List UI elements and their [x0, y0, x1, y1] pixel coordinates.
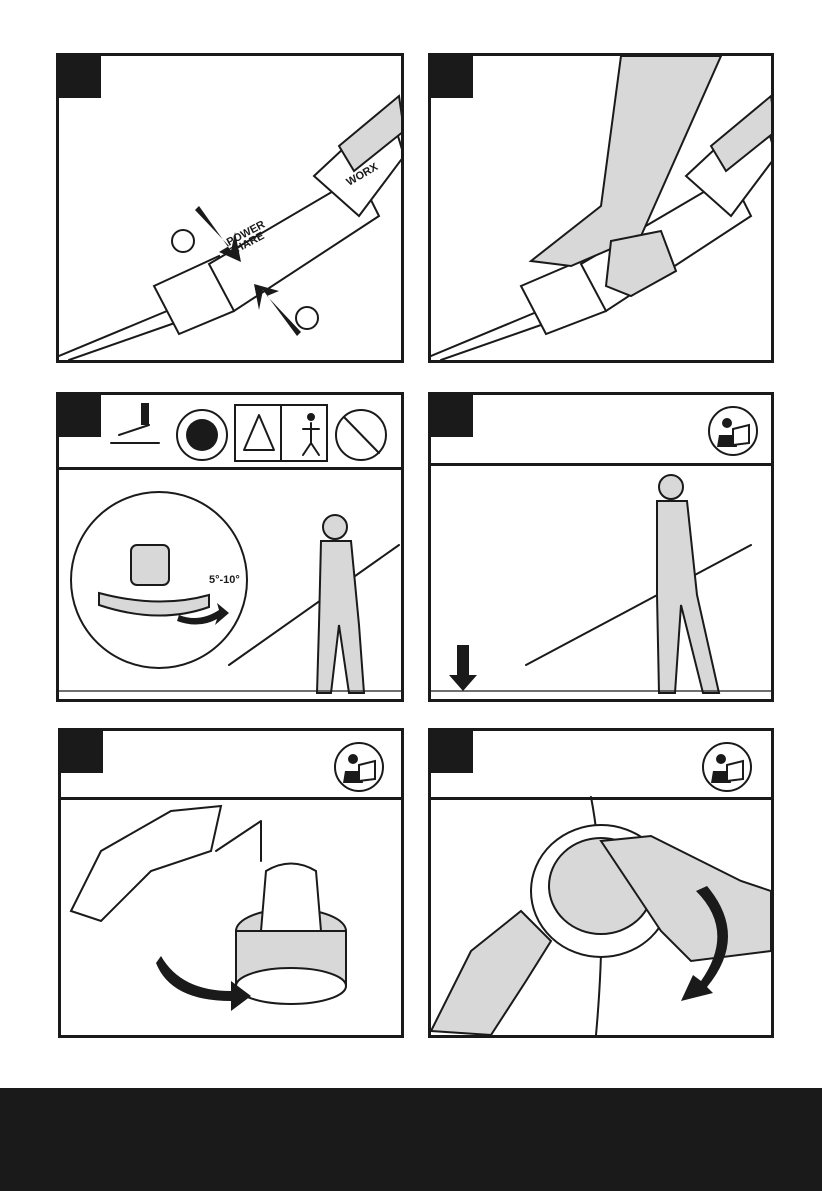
hand-grip: [606, 231, 676, 296]
angle-label: 5°-10°: [209, 574, 240, 586]
left-hand: [431, 911, 551, 1035]
operator-figure: [657, 475, 719, 693]
callout-2: [296, 307, 318, 329]
panel-4-standing-position: [428, 392, 774, 702]
read-manual-icon: [703, 743, 751, 791]
arrow-down-icon: [449, 645, 477, 691]
read-manual-icon: [335, 743, 383, 791]
arrow-up-icon: [254, 284, 301, 336]
illustration-hold: [431, 56, 771, 360]
panel-3-cutting-position: 5°-10°: [56, 392, 404, 702]
panel-5-wrench-removal: [58, 728, 404, 1038]
illustration-cutting: 5°-10°: [59, 395, 401, 699]
panel-6-spool-cover: [428, 728, 774, 1038]
hex-key: [216, 821, 261, 861]
read-manual-icon: [709, 407, 757, 455]
illustration-wrench: [61, 731, 401, 1035]
operator-figure: [317, 515, 364, 693]
panel-2-hold-tool: [428, 53, 774, 363]
callout-1: [172, 230, 194, 252]
cutting-head-icon: [111, 403, 159, 443]
footer-bar: [0, 1088, 822, 1191]
panel-1-attach-battery: WORX POWER SHARE: [56, 53, 404, 363]
illustration-attach: WORX POWER SHARE: [59, 56, 401, 360]
illustration-standing: [431, 395, 771, 699]
illustration-spool: [431, 731, 771, 1035]
